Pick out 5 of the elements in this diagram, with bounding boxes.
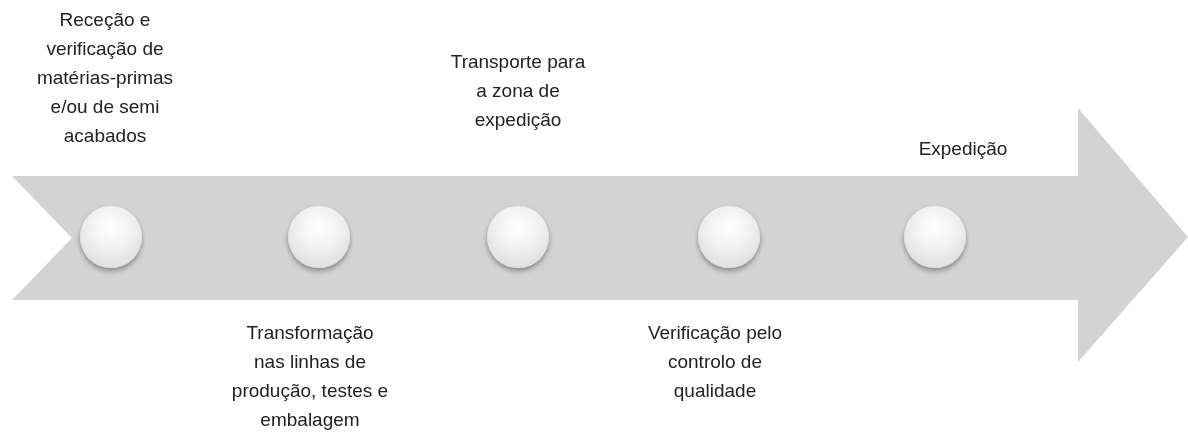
step-label: Verificação pelo controlo de qualidade — [646, 321, 784, 403]
step-label: Transporte para a zona de expedição — [449, 50, 587, 132]
step-label: Transformação nas linhas de produção, testes e embalagem — [230, 321, 390, 432]
step-label: Receção e verificação de matérias-primas e/ou de semi acabados — [35, 8, 175, 148]
step-label: Expedição — [917, 137, 1009, 161]
